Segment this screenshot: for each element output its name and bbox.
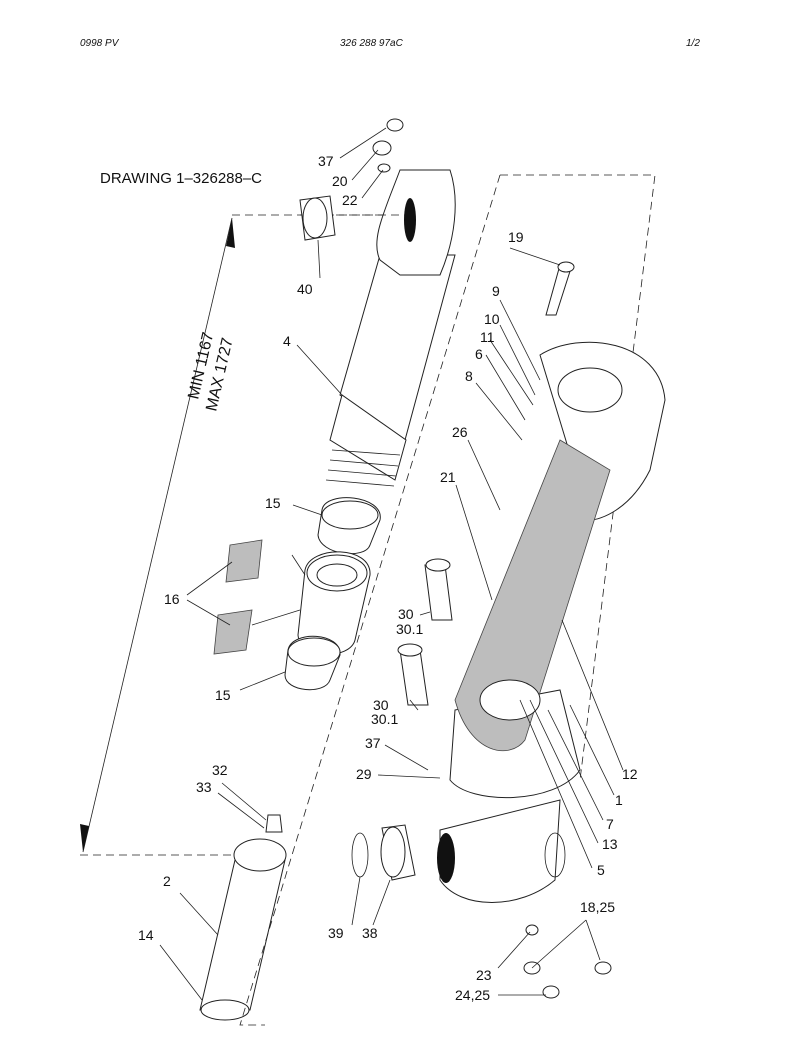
callout-15-lower: 15 — [215, 687, 231, 703]
callout-30-1-upper: 30.1 — [396, 621, 423, 637]
callout-26: 26 — [452, 424, 468, 440]
callout-24-25: 24,25 — [455, 987, 490, 1003]
callout-40: 40 — [297, 281, 313, 297]
callout-37-top: 37 — [318, 153, 334, 169]
callout-38: 38 — [362, 925, 378, 941]
leader-lines — [159, 127, 624, 1001]
header-page-number: 1/2 — [686, 38, 700, 49]
grease-nipple-top — [372, 118, 404, 173]
seal-kit-16 — [213, 539, 263, 655]
callout-9: 9 — [492, 283, 500, 299]
callout-16: 16 — [164, 591, 180, 607]
callout-29: 29 — [356, 766, 372, 782]
callout-8: 8 — [465, 368, 473, 384]
callout-37-mid: 37 — [365, 735, 381, 751]
cylinder-tube — [199, 814, 287, 1021]
bearing-40 — [299, 195, 336, 241]
callout-12: 12 — [622, 766, 638, 782]
callout-1: 1 — [615, 792, 623, 808]
drawing-title: DRAWING 1–326288–C — [100, 170, 263, 187]
circlip-right — [544, 832, 566, 878]
circlip-39 — [351, 832, 369, 878]
callout-18-25: 18,25 — [580, 899, 615, 915]
header-part-number: 326 288 97aC — [340, 38, 403, 49]
valve-upper — [424, 558, 453, 621]
callout-30-upper: 30 — [398, 606, 414, 622]
callout-15-upper: 15 — [265, 495, 281, 511]
callout-4: 4 — [283, 333, 291, 349]
callout-6: 6 — [475, 346, 483, 362]
callout-30-lower: 30 — [373, 697, 389, 713]
callout-33: 33 — [196, 779, 212, 795]
callout-20: 20 — [332, 173, 348, 189]
callout-21: 21 — [440, 469, 456, 485]
callout-13: 13 — [602, 836, 618, 852]
bolt-19 — [545, 261, 575, 316]
piston-rod — [300, 169, 456, 487]
callout-39: 39 — [328, 925, 344, 941]
callout-2: 2 — [163, 873, 171, 889]
callout-5: 5 — [597, 862, 605, 878]
callout-11: 11 — [480, 329, 495, 345]
callout-23: 23 — [476, 967, 492, 983]
callout-30-1-lower: 30.1 — [371, 711, 398, 727]
header-left-code: 0998 PV — [80, 38, 119, 49]
main-housing — [239, 174, 666, 1026]
valve-lower — [397, 643, 429, 706]
bushing-38 — [380, 824, 416, 881]
guide-ring-lower — [284, 635, 341, 691]
callout-14: 14 — [138, 927, 154, 943]
callout-32: 32 — [212, 762, 228, 778]
callout-19: 19 — [508, 229, 524, 245]
callout-7: 7 — [606, 816, 614, 832]
callout-10: 10 — [484, 311, 500, 327]
guide-ring-upper — [317, 497, 381, 555]
callout-22: 22 — [342, 192, 358, 208]
